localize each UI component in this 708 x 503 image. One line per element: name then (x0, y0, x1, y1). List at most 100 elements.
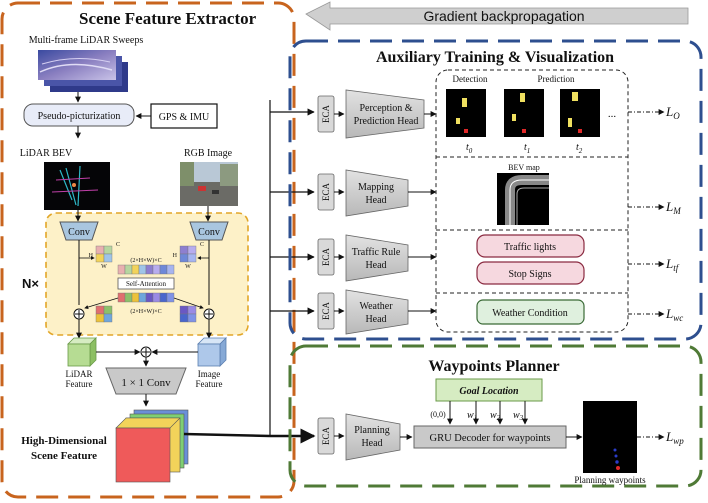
planning-head-line1: Planning (354, 425, 390, 436)
pseudo-label: Pseudo-picturization (38, 111, 121, 122)
head-perception-line2: Prediction Head (354, 116, 419, 127)
rgb-image (180, 162, 238, 206)
w1-label: w1 (467, 410, 477, 422)
gradient-label: Gradient backpropagation (423, 8, 584, 24)
origin-label: (0,0) (430, 410, 446, 419)
t0-label: t0 (466, 142, 473, 155)
stop-signs-box (476, 261, 585, 285)
loss-m: LM (665, 199, 681, 216)
w3-label: w3 (513, 410, 524, 422)
traffic-lights-box (476, 234, 585, 258)
conv-right-label: Conv (198, 227, 220, 238)
left-token-cube (95, 245, 113, 263)
self-attention-box (117, 277, 175, 290)
lidar-feature-line1: LiDAR (66, 369, 93, 379)
detection-frame (446, 89, 486, 137)
dim-top-label: (2×H×W)×C (130, 257, 161, 264)
t1-label: t1 (524, 142, 530, 155)
left-c-label: C (116, 242, 120, 248)
ellipsis-label: ... (608, 108, 617, 120)
hd-feature-stack (115, 409, 189, 483)
eca-perception: ECA (321, 104, 331, 123)
prediction-label: Prediction (538, 74, 575, 84)
lidar-feature-block (67, 337, 97, 367)
traffic-lights-label: Traffic lights (504, 242, 556, 253)
image-feature-block (197, 337, 227, 367)
token-row-top (117, 264, 175, 275)
aux-panel (288, 39, 703, 341)
head-traffic-line1: Traffic Rule (352, 247, 401, 258)
weather-label: Weather Condition (492, 308, 568, 319)
image-feature-line1: Image (198, 369, 221, 379)
image-feature-line2: Feature (196, 379, 223, 389)
goal-box (435, 378, 543, 402)
aux-title: Auxiliary Training & Visualization (376, 49, 614, 66)
detection-label: Detection (453, 74, 488, 84)
conv-left (59, 221, 99, 241)
gps-label: GPS & IMU (159, 112, 210, 123)
right-sum-cube (179, 305, 197, 323)
stop-signs-label: Stop Signs (508, 269, 551, 280)
head-mapping-line2: Head (365, 195, 386, 206)
conv-right (189, 221, 229, 241)
bev-map-image (497, 173, 549, 225)
loss-wc: Lwc (665, 306, 683, 323)
eca-mapping: ECA (321, 182, 331, 201)
head-mapping-line1: Mapping (358, 182, 394, 193)
lidar-sweeps-image (38, 50, 128, 92)
planning-head-line2: Head (361, 438, 382, 449)
bev-map-label: BEV map (508, 163, 540, 172)
lidar-bev-image (44, 162, 110, 210)
left-sum-cube (95, 305, 113, 323)
loss-o: LO (665, 104, 680, 121)
token-row-bottom (117, 292, 175, 303)
eca-traffic: ECA (321, 247, 331, 266)
lidar-sweeps-label: Multi-frame LiDAR Sweeps (29, 35, 144, 46)
conv1x1-box (105, 367, 187, 395)
self-attention-label: Self-Attention (126, 280, 167, 288)
hd-feature-line2: Scene Feature (31, 450, 97, 462)
aux-row-mapping: ECA Mapping Head (317, 169, 437, 217)
feature-bus-horizontal (183, 432, 271, 438)
t2-label: t2 (576, 142, 583, 155)
planning-waypoints-image (583, 401, 637, 473)
conv1x1-label: 1 × 1 Conv (121, 377, 171, 389)
gradient-banner: Gradient backpropagation (305, 1, 689, 31)
dim-bot-label: (2×H×W)×C (130, 308, 161, 315)
eca-weather: ECA (321, 301, 331, 320)
planning-waypoints-label: Planning waypoints (574, 475, 646, 485)
loss-tf: Ltf (665, 256, 680, 273)
w2-label: w2 (490, 410, 501, 422)
left-w-label: W (101, 264, 107, 270)
lidar-bev-label: LiDAR BEV (20, 148, 73, 159)
prediction-frame-2 (560, 89, 600, 137)
right-h-label: H (173, 253, 178, 259)
aux-row-weather: ECA Weather Head (317, 289, 437, 335)
eca-planning: ECA (321, 426, 331, 445)
aux-row-perception: ECA Perception & Prediction Head (317, 89, 437, 139)
aux-row-traffic: ECA Traffic Rule Head (317, 234, 437, 282)
extractor-panel (0, 1, 296, 499)
conv-left-label: Conv (68, 227, 90, 238)
hd-feature-line1: High-Dimensional (21, 435, 107, 447)
nx-label: N× (22, 276, 39, 291)
head-weather-line1: Weather (359, 301, 393, 312)
planning-row: ECA Planning Head (317, 413, 413, 461)
rgb-label: RGB Image (184, 148, 233, 159)
goal-label: Goal Location (459, 386, 519, 397)
prediction-frame-1 (504, 89, 544, 137)
planner-title: Waypoints Planner (428, 358, 559, 375)
planner-panel (288, 344, 703, 488)
head-perception-line1: Perception & (359, 103, 412, 114)
lidar-feature-line2: Feature (66, 379, 93, 389)
head-traffic-line2: Head (365, 260, 386, 271)
right-token-cube (179, 245, 197, 263)
loss-wp: Lwp (665, 429, 684, 446)
gru-label: GRU Decoder for waypoints (429, 433, 550, 444)
right-w-label: W (185, 264, 191, 270)
weather-box (476, 299, 585, 325)
extractor-title: Scene Feature Extractor (79, 9, 257, 28)
right-c-label: C (200, 242, 204, 248)
